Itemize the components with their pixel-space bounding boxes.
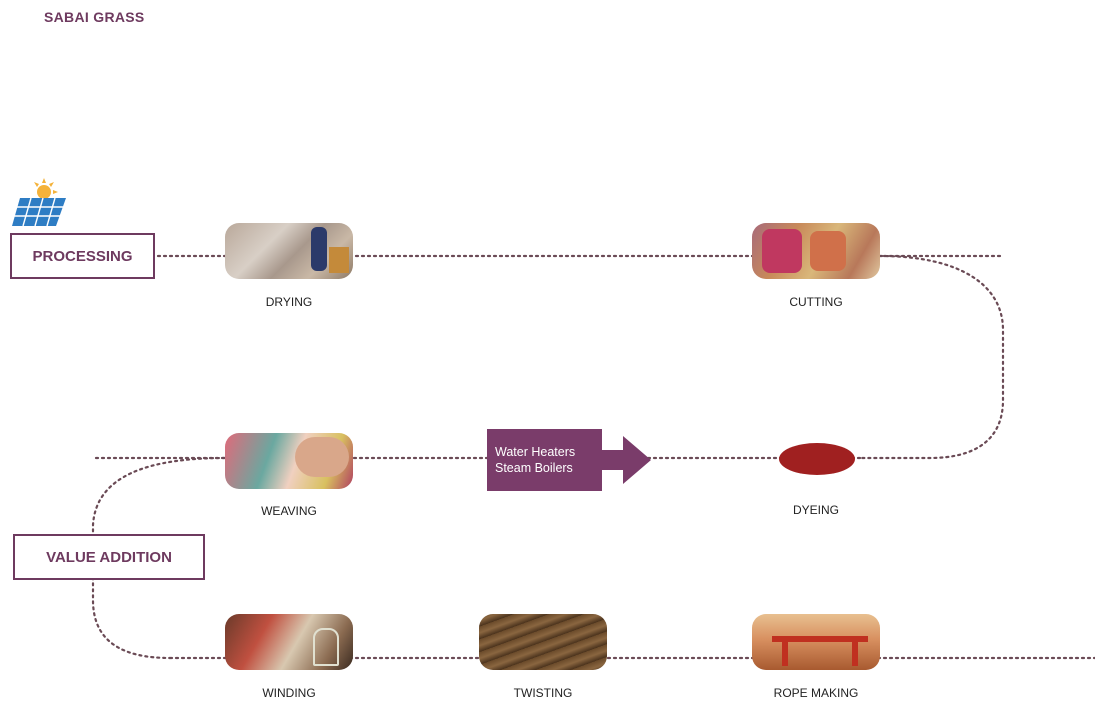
winding-image bbox=[225, 614, 353, 670]
solar-panel-sun-icon bbox=[12, 178, 66, 227]
stage-value-addition: VALUE ADDITION bbox=[13, 534, 205, 580]
weaving-image bbox=[225, 433, 353, 489]
intervention-box: Water Heaters Steam Boilers bbox=[487, 429, 602, 491]
rope-making-image bbox=[752, 614, 880, 670]
stage-processing: PROCESSING bbox=[10, 233, 155, 279]
step-label-twisting: TWISTING bbox=[513, 686, 573, 700]
twisting-image bbox=[479, 614, 607, 670]
drying-image bbox=[225, 223, 353, 279]
cutting-image bbox=[752, 223, 880, 279]
flow-curve-left bbox=[91, 456, 227, 660]
step-label-rope-making: ROPE MAKING bbox=[773, 686, 859, 700]
page-title: SABAI GRASS bbox=[44, 9, 145, 25]
step-label-winding: WINDING bbox=[262, 686, 316, 700]
arrow-right-icon bbox=[601, 436, 651, 484]
step-label-cutting: CUTTING bbox=[789, 295, 843, 309]
flow-curve-right bbox=[858, 254, 1005, 460]
step-label-dyeing: DYEING bbox=[792, 503, 839, 517]
intervention-line-1: Water Heaters bbox=[495, 445, 576, 459]
intervention-line-2: Steam Boilers bbox=[495, 461, 573, 475]
dyeing-image bbox=[779, 443, 855, 475]
step-label-drying: DRYING bbox=[265, 295, 313, 309]
step-label-weaving: WEAVING bbox=[261, 504, 317, 518]
